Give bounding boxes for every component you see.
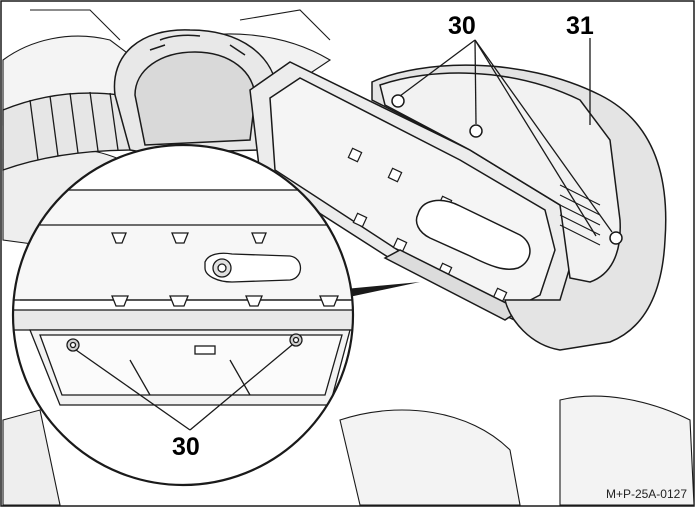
- mounting-hole: [391, 94, 405, 108]
- callout-31: 31: [566, 12, 594, 40]
- leader-lines-inset: [75, 344, 293, 431]
- mounting-arm: [113, 29, 576, 326]
- mounting-hole: [609, 231, 623, 245]
- detail-inset: [11, 143, 420, 487]
- callout-30-inset: 30: [172, 433, 200, 461]
- leader-lines-top: [399, 38, 613, 237]
- mounting-hole: [469, 124, 483, 138]
- callout-30-top: 30: [448, 12, 476, 40]
- inset-slots: [111, 232, 339, 307]
- housing-ribs: [559, 184, 601, 246]
- housing: [371, 64, 667, 351]
- hose: [2, 91, 136, 171]
- figure-code: M+P-25A-0127: [605, 487, 687, 501]
